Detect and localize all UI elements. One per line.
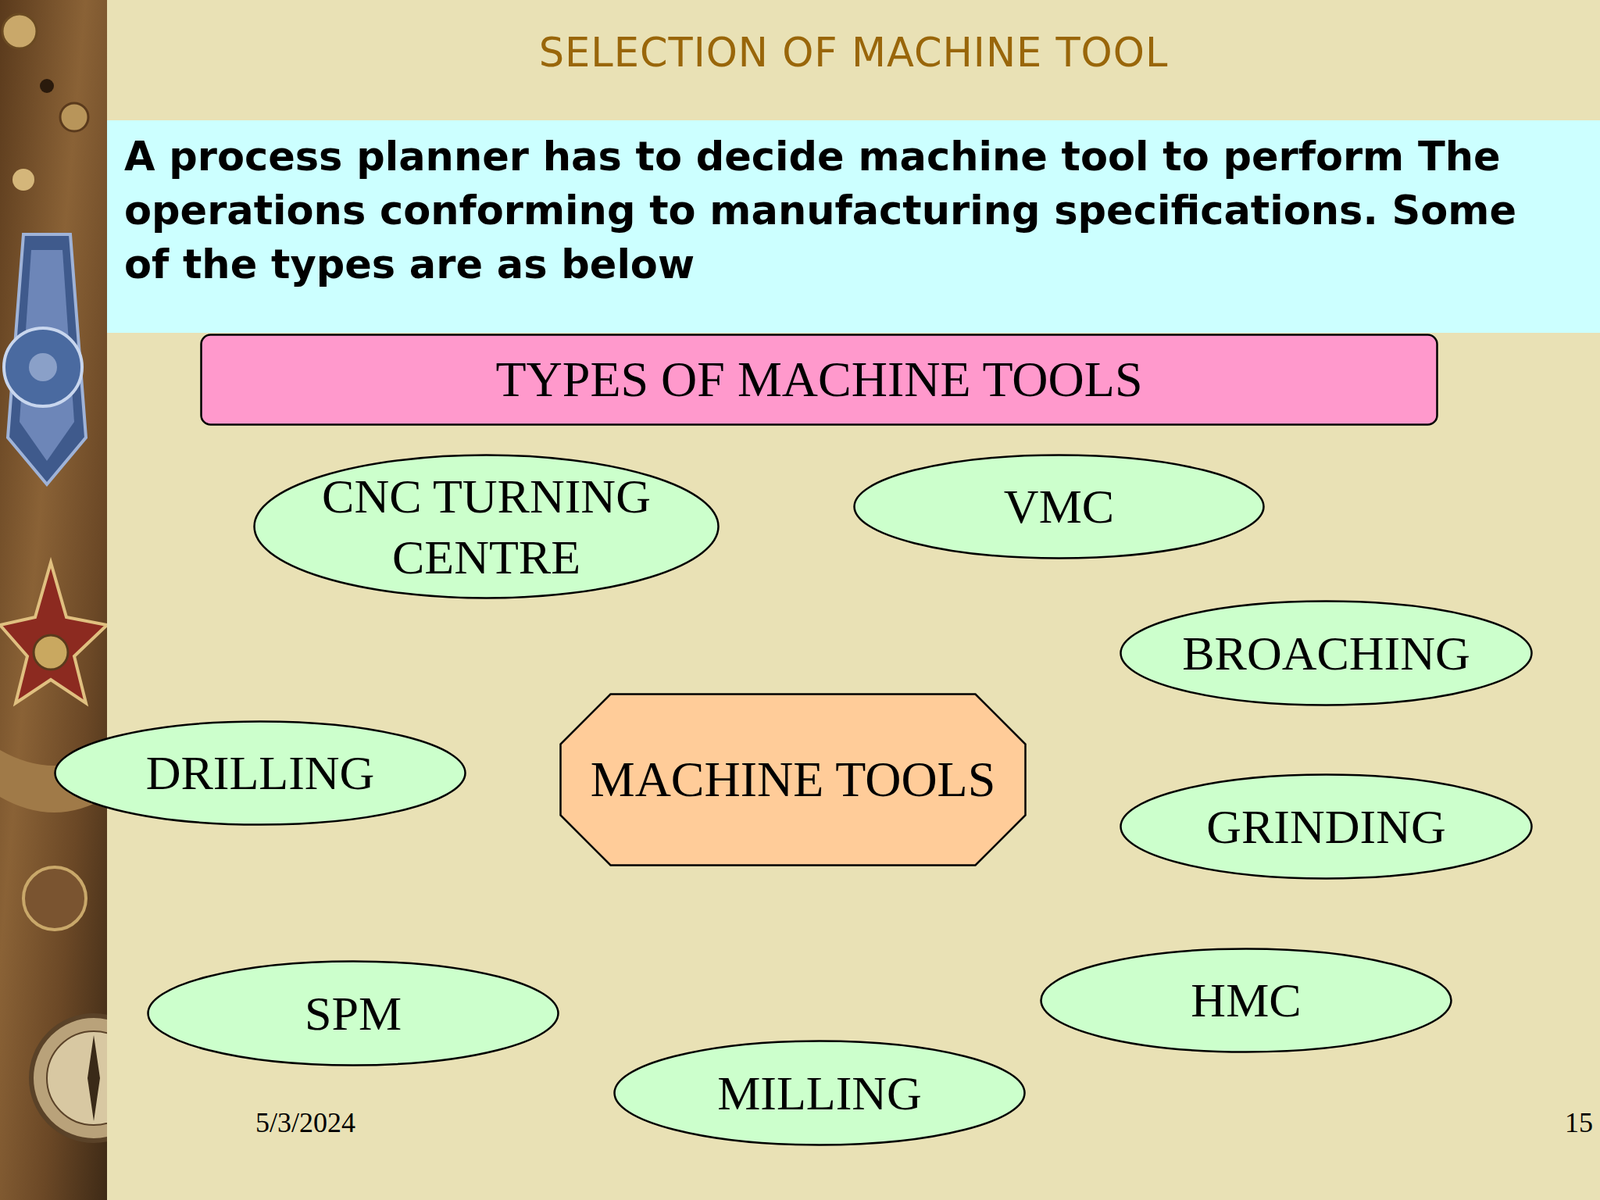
node-text: DRILLING — [146, 745, 375, 801]
intro-band: A process planner has to decide machine … — [107, 120, 1600, 333]
machine-oval: HMC — [1039, 947, 1453, 1054]
node-text-group: A process planner has to decide machine … — [124, 129, 1570, 292]
node-text: TYPES OF MACHINE TOOLS — [496, 350, 1143, 409]
machine-oval: VMC — [853, 453, 1265, 560]
node-text: HMC — [1190, 972, 1301, 1029]
slide-date: 5/3/2024 — [255, 1106, 356, 1140]
center-octagon: MACHINE TOOLS — [559, 692, 1027, 867]
node-text-group: DRILLING — [146, 745, 375, 801]
machine-oval: SPM — [146, 960, 560, 1067]
machine-oval: DRILLING — [53, 720, 467, 826]
node-text: SPM — [304, 985, 402, 1042]
machine-oval: BROACHING — [1119, 600, 1533, 707]
machine-oval: GRINDING — [1119, 773, 1533, 880]
decorative-strip — [0, 0, 108, 1200]
node-text: MACHINE TOOLS — [590, 750, 997, 809]
node-text: CNC TURNING CENTRE — [303, 465, 671, 588]
heading-box: TYPES OF MACHINE TOOLS — [200, 333, 1439, 426]
node-text: GRINDING — [1206, 799, 1447, 855]
slide-title: SELECTION OF MACHINE TOOL — [107, 29, 1600, 76]
node-text-group: MACHINE TOOLS — [590, 750, 997, 809]
node-text: A process planner has to decide machine … — [124, 129, 1570, 292]
node-text: VMC — [1003, 478, 1115, 535]
node-text-group: GRINDING — [1206, 799, 1447, 855]
machine-oval: MILLING — [613, 1039, 1026, 1147]
machine-oval: CNC TURNING CENTRE — [253, 453, 720, 600]
node-text: BROACHING — [1182, 625, 1471, 682]
node-text-group: SPM — [304, 985, 402, 1042]
node-text-group: TYPES OF MACHINE TOOLS — [496, 350, 1143, 409]
node-text-group: HMC — [1190, 972, 1301, 1029]
node-text-group: VMC — [1003, 478, 1115, 535]
node-text-group: MILLING — [717, 1065, 922, 1122]
node-text-group: BROACHING — [1182, 625, 1471, 682]
node-text-group: CNC TURNING CENTRE — [303, 465, 671, 588]
node-text: MILLING — [717, 1065, 922, 1122]
page-number: 15 — [1564, 1106, 1593, 1140]
